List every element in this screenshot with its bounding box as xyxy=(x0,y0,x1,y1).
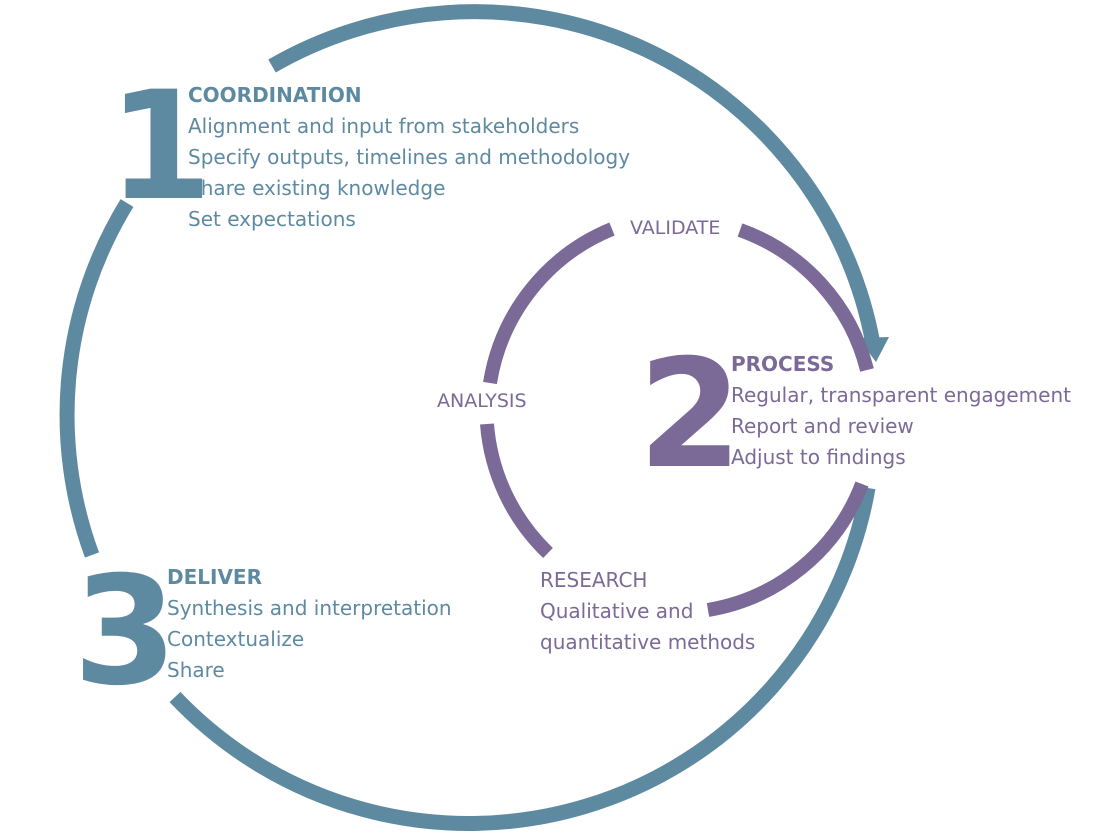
research-block: RESEARCH Qualitative and quantitative me… xyxy=(540,565,755,658)
step-2-number: 2 xyxy=(638,328,743,502)
analysis-label: ANALYSIS xyxy=(437,390,527,412)
step-1-block: COORDINATION Alignment and input from st… xyxy=(188,80,630,235)
research-label: RESEARCH xyxy=(540,568,648,592)
step-3-line: Contextualize xyxy=(167,627,305,651)
step-3-line: Share xyxy=(167,658,225,682)
inner-arc-top-right xyxy=(737,223,874,372)
step-2-line: Adjust to findings xyxy=(731,445,906,469)
validate-label: VALIDATE xyxy=(630,217,721,239)
step-1-line: Share existing knowledge xyxy=(188,176,446,200)
step-1-title: COORDINATION xyxy=(188,83,362,107)
step-1-number: 1 xyxy=(108,60,213,234)
research-line: Qualitative and xyxy=(540,599,694,623)
research-line: quantitative methods xyxy=(540,630,756,654)
step-3-block: DELIVER Synthesis and interpretation Con… xyxy=(167,562,452,686)
step-1-line: Specify outputs, timelines and methodolo… xyxy=(188,145,631,169)
step-3-title: DELIVER xyxy=(167,565,262,589)
step-2-line: Regular, transparent engagement xyxy=(731,383,1071,407)
outer-arc-right-bottom xyxy=(169,486,876,831)
step-2-title: PROCESS xyxy=(731,352,835,376)
step-2-block: PROCESS Regular, transparent engagement … xyxy=(731,349,1071,473)
step-1-line: Set expectations xyxy=(188,207,356,231)
outer-arc-left xyxy=(59,199,134,558)
step-1-line: Alignment and input from stakeholders xyxy=(188,114,580,138)
inner-arc-bottom-right xyxy=(706,481,869,617)
inner-arc-bottom-left xyxy=(480,423,553,559)
step-3-number: 3 xyxy=(73,545,178,719)
inner-arc-top-left xyxy=(483,222,615,385)
step-2-line: Report and review xyxy=(731,414,914,438)
step-3-line: Synthesis and interpretation xyxy=(167,596,452,620)
outer-arc-top-right xyxy=(268,4,881,346)
